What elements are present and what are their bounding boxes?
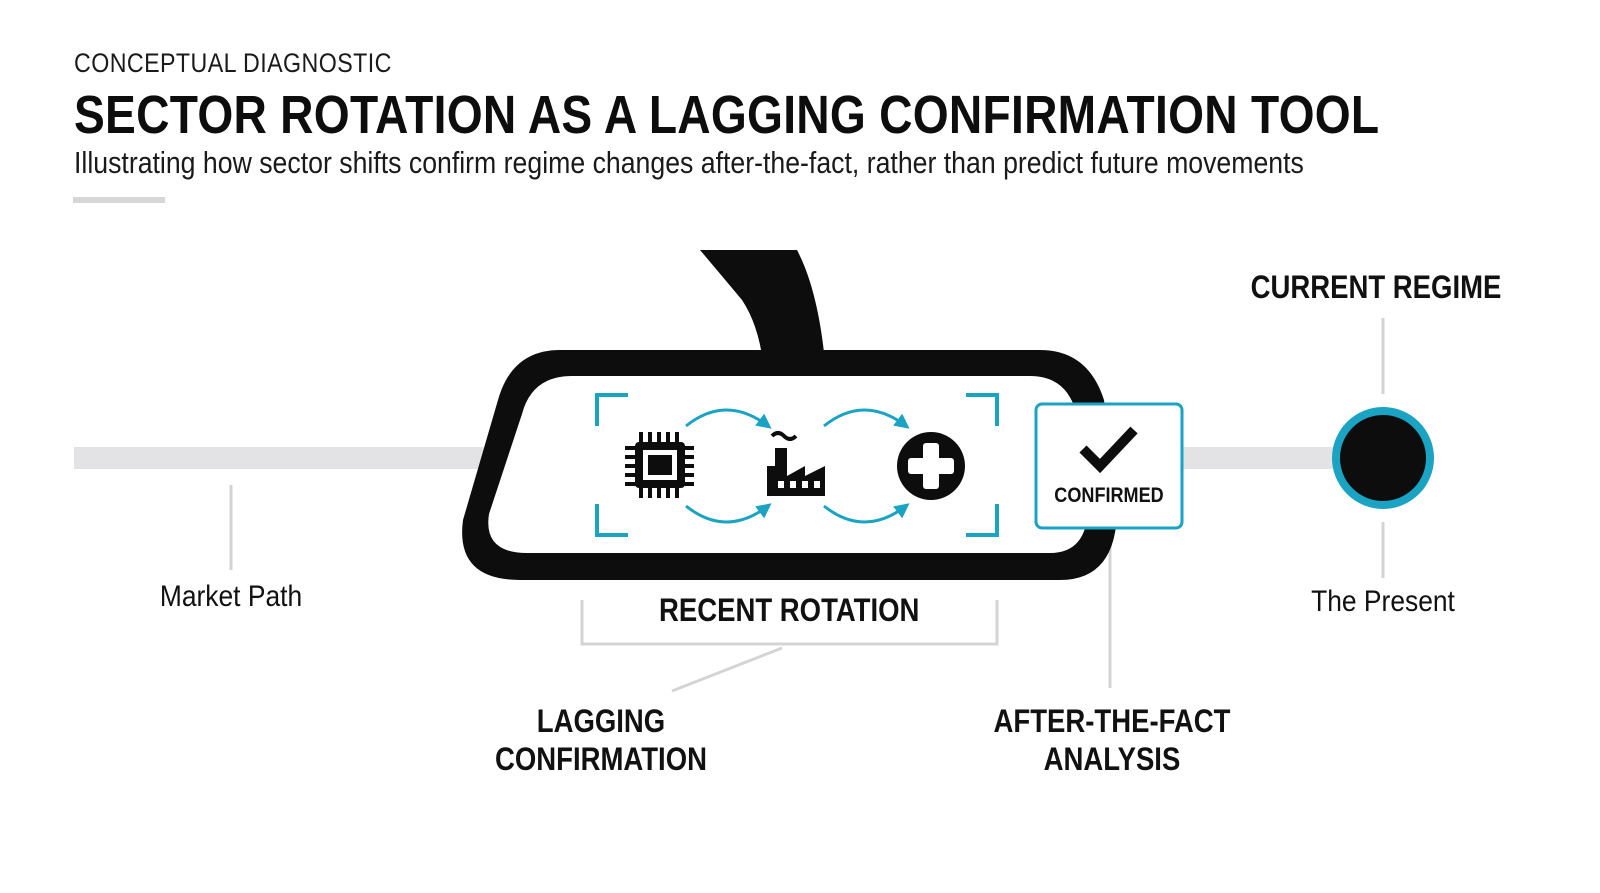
recent-rotation-bracket (580, 600, 999, 646)
focus-brackets (595, 393, 999, 537)
lagging-confirmation-line-2: CONFIRMATION (495, 741, 707, 777)
lagging-confirmation-label: LAGGING CONFIRMATION (472, 702, 730, 778)
lagging-confirmation-line-1: LAGGING (536, 703, 666, 739)
eyebrow-label: CONCEPTUAL DIAGNOSTIC (74, 48, 392, 78)
after-the-fact-line-1: AFTER-THE-FACT (993, 703, 1231, 739)
medical-cross-icon (897, 432, 965, 500)
timeline-track-right (1180, 447, 1340, 469)
current-regime-label: CURRENT REGIME (1250, 269, 1502, 305)
title-accent-rule (73, 197, 165, 203)
page-title: SECTOR ROTATION AS A LAGGING CONFIRMATIO… (74, 85, 1380, 145)
factory-icon (767, 431, 825, 496)
mirror-glass (488, 376, 1089, 553)
recent-rotation-label: RECENT ROTATION (659, 592, 920, 628)
present-label: The Present (1311, 585, 1455, 618)
lagging-connector (671, 646, 783, 693)
check-icon (1079, 426, 1138, 474)
market-path-label: Market Path (159, 580, 303, 613)
page-subtitle: Illustrating how sector shifts confirm r… (74, 145, 1304, 180)
after-the-fact-label: AFTER-THE-FACT ANALYSIS (983, 702, 1241, 778)
confirmed-badge-label: CONFIRMED (1054, 484, 1164, 507)
mirror-stem (700, 250, 825, 362)
rotation-arrows (685, 408, 910, 524)
confirmed-badge (1034, 402, 1184, 530)
timeline-track-left (74, 447, 494, 469)
microchip-icon (625, 432, 694, 498)
after-the-fact-line-2: ANALYSIS (1043, 741, 1181, 777)
present-marker (1332, 407, 1434, 509)
